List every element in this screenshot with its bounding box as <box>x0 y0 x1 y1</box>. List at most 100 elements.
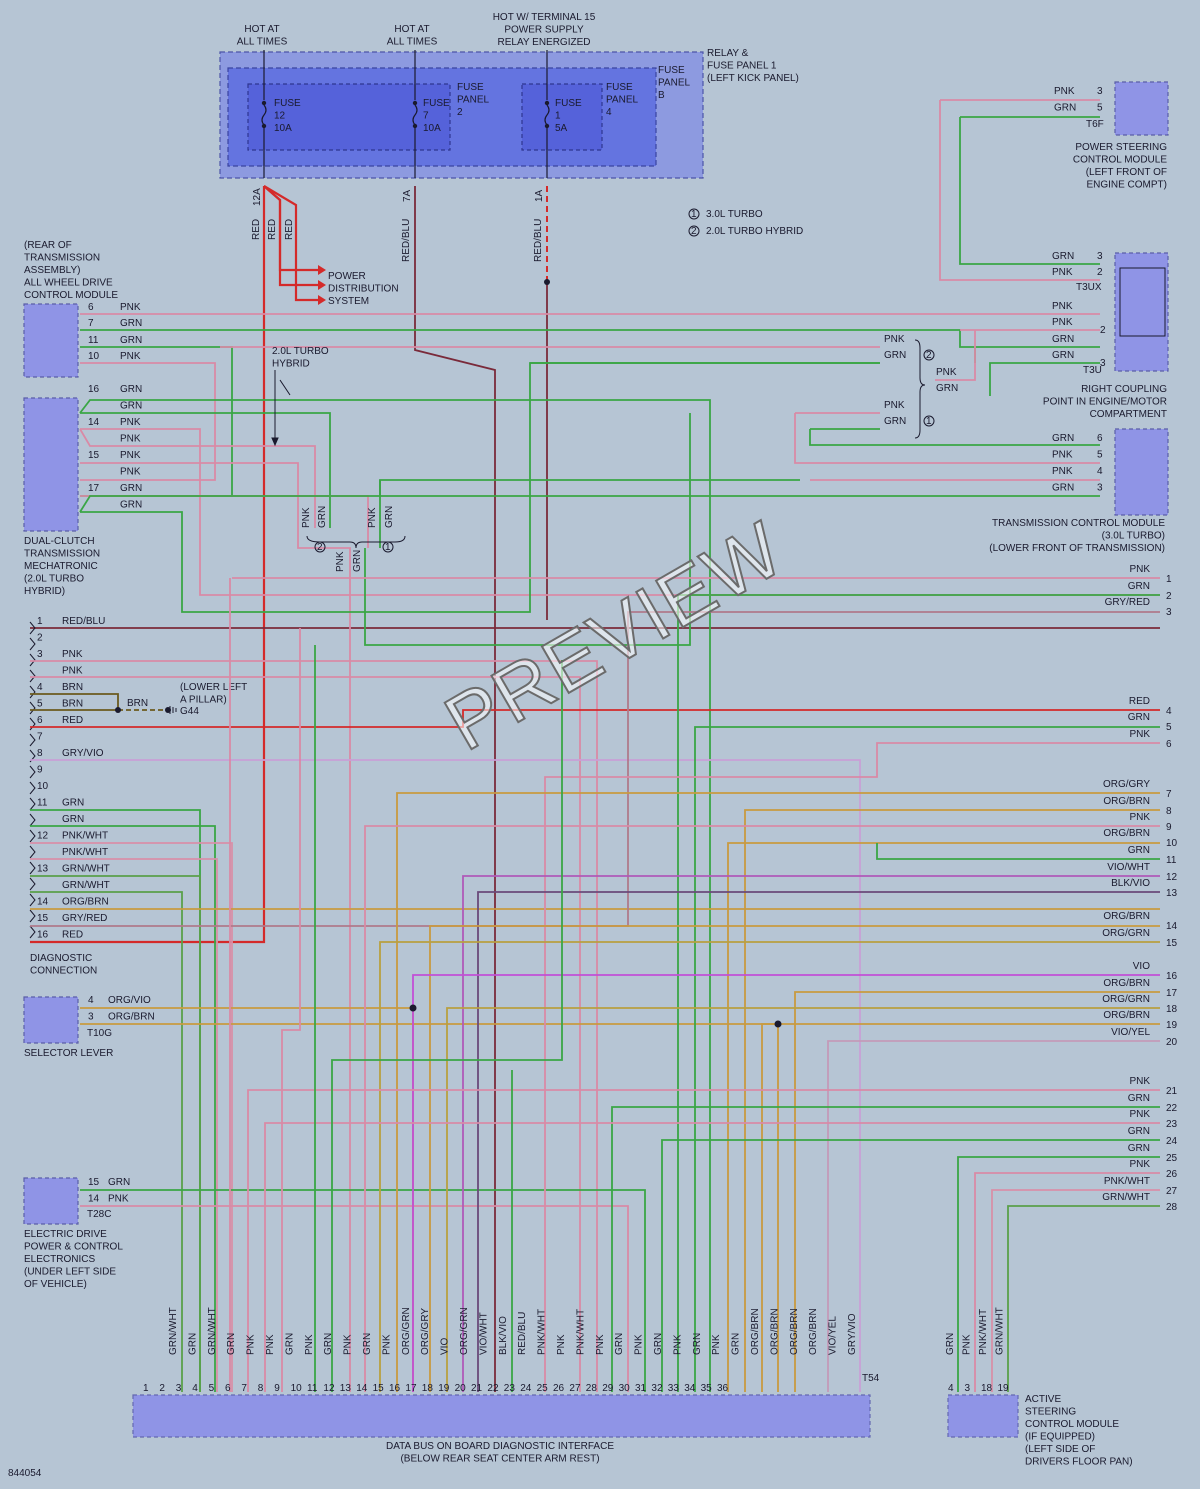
data-bus-wire-label: GRN <box>226 1333 237 1355</box>
data-bus-pin-number: 26 <box>553 1383 565 1394</box>
data-bus-pin-number: 8 <box>258 1383 264 1394</box>
diag-pin-number: 7 <box>37 732 43 743</box>
data-bus-pin-number: 18 <box>422 1383 434 1394</box>
right-pin-number: 4 <box>1166 706 1172 717</box>
svg-text:2: 2 <box>691 226 697 237</box>
data-bus-pin-number: 6 <box>225 1383 231 1394</box>
data-bus-pin-number: 7 <box>241 1383 247 1394</box>
data-bus-pin-number: 5 <box>209 1383 215 1394</box>
data-bus-wire-label: GRN <box>323 1333 334 1355</box>
right-wire-color: GRY/RED <box>1105 597 1150 608</box>
data-bus-label: DATA BUS ON BOARD DIAGNOSTIC INTERFACE(B… <box>386 1441 614 1465</box>
diag-pin-number: 14 <box>37 897 49 908</box>
right-pin-number: 3 <box>1166 607 1172 618</box>
active-steering-pin-number: 18 <box>981 1383 993 1394</box>
right-wire-color: ORG/BRN <box>1103 978 1150 989</box>
data-bus-pin-number: 31 <box>635 1383 647 1394</box>
wire-label-red: RED <box>284 219 295 240</box>
mid-label-grn: GRN <box>317 506 328 528</box>
diag-terminals <box>29 621 36 939</box>
data-bus-wire-label: ORG/BRN <box>750 1308 761 1355</box>
wire-label-red-blu: RED/BLU <box>533 219 544 262</box>
power-steering-control-module <box>1114 81 1169 136</box>
tcm-wire-color: GRN <box>1052 433 1074 444</box>
right-pin-number: 6 <box>1166 739 1172 750</box>
right-coupling-point <box>1114 252 1169 372</box>
active-steering-wire-label: GRN <box>945 1333 956 1355</box>
coupling-wire-color: GRN <box>1052 251 1074 262</box>
diag-wire-color: PNK <box>62 649 83 660</box>
data-bus-wire-label: GRN <box>692 1333 703 1355</box>
coupling-wire-color: PNK <box>1052 317 1073 328</box>
data-bus-wire-label: GRN <box>653 1333 664 1355</box>
right-pin-number: 15 <box>1166 938 1178 949</box>
diag-wires <box>30 611 1160 1392</box>
data-bus-wire-label: PNK <box>265 1334 276 1355</box>
dct-pin-number: 17 <box>88 483 100 494</box>
right-pin-number: 9 <box>1166 822 1172 833</box>
right-pin-number: 7 <box>1166 789 1172 800</box>
fuse-supply-lines <box>263 50 548 178</box>
data-bus-wire-label: PNK <box>246 1334 257 1355</box>
pin-1a: 1A <box>534 189 545 202</box>
pin-7a: 7A <box>402 189 413 202</box>
data-bus-pin-number: 3 <box>176 1383 182 1394</box>
diag-pin-number: 10 <box>37 781 49 792</box>
pscm-pin-number: 3 <box>1097 86 1103 97</box>
data-bus-wire-label: PNK <box>304 1334 315 1355</box>
selector-wire-color: ORG/BRN <box>108 1012 155 1023</box>
awd-wires <box>80 313 1100 497</box>
selector-pin-number: 4 <box>88 995 94 1006</box>
coupling-connector-a: T3UX <box>1076 282 1102 293</box>
brace-label-pnk: PNK <box>884 334 905 345</box>
data-bus-wire-label: PNK/WHT <box>575 1309 586 1355</box>
mid-label-pnk: PNK <box>367 507 378 528</box>
turbo-hybrid-arrow <box>271 370 291 447</box>
diag-wire-color: RED/BLU <box>62 616 105 627</box>
diag-pin-number: 5 <box>37 699 43 710</box>
data-bus-wire-label: PNK <box>343 1334 354 1355</box>
diag-wire-color: PNK/WHT <box>62 831 108 842</box>
data-bus-pin-number: 22 <box>487 1383 499 1394</box>
selector-pin-number: 3 <box>88 1012 94 1023</box>
right-pin-number: 24 <box>1166 1136 1178 1147</box>
brace-label-pnk: PNK <box>936 367 957 378</box>
dct-wire-color: PNK <box>120 450 141 461</box>
right-wire-color: VIO/WHT <box>1107 862 1150 873</box>
data-bus-pin-number: 13 <box>340 1383 352 1394</box>
data-bus-pin-number: 10 <box>291 1383 303 1394</box>
legend-2-0l-turbo-hybrid: 2.0L TURBO HYBRID <box>706 226 803 237</box>
diag-pin-number: 15 <box>37 913 49 924</box>
right-pin-number: 5 <box>1166 722 1172 733</box>
data-bus-pin-number: 19 <box>438 1383 450 1394</box>
data-bus-pin-number: 36 <box>717 1383 729 1394</box>
brace-label-grn: GRN <box>884 416 906 427</box>
diag-pin-number: 8 <box>37 748 43 759</box>
tcm-wire-color: PNK <box>1052 450 1073 461</box>
data-bus-pin-number: 9 <box>274 1383 280 1394</box>
tcm-wire-color: GRN <box>1052 483 1074 494</box>
data-bus-pin-number: 30 <box>619 1383 631 1394</box>
coupling-wire-color: GRN <box>1052 334 1074 345</box>
data-bus-wire-label: GRN <box>187 1333 198 1355</box>
data-bus-wire-label: PNK <box>556 1334 567 1355</box>
diag-pin-number: 6 <box>37 715 43 726</box>
right-pin-number: 23 <box>1166 1119 1178 1130</box>
right-pin-number: 26 <box>1166 1169 1178 1180</box>
data-bus-pin-number: 11 <box>307 1383 318 1394</box>
awd-pin-number: 7 <box>88 318 94 329</box>
red-power-wire <box>30 185 318 944</box>
coupling-pin-number: 3 <box>1097 251 1103 262</box>
right-wire-color: VIO/YEL <box>1111 1027 1150 1038</box>
data-bus-pin-number: 15 <box>373 1383 385 1394</box>
figure-id: 844054 <box>8 1468 42 1479</box>
edrive-connector: T28C <box>87 1209 111 1220</box>
dct-pin-number: 16 <box>88 384 100 395</box>
g44-label: G44 <box>180 706 199 717</box>
